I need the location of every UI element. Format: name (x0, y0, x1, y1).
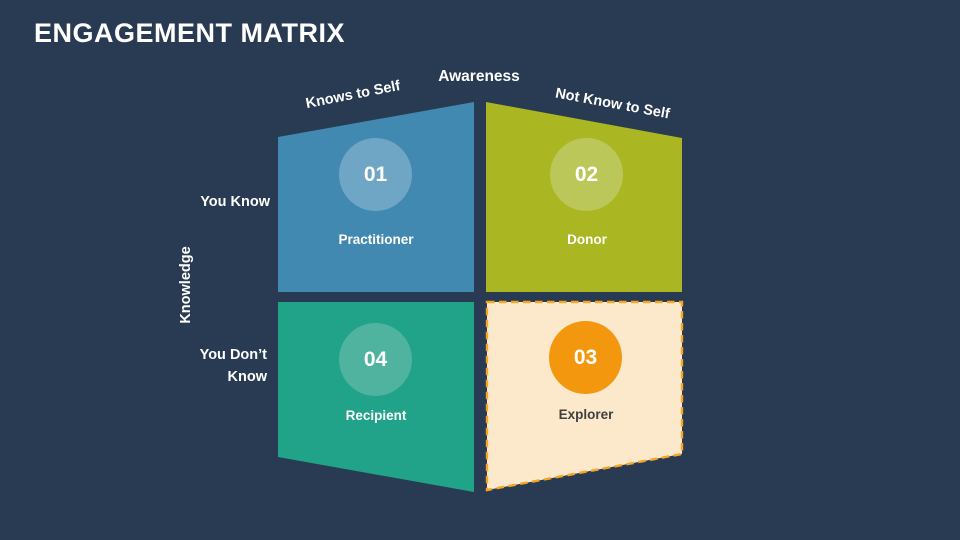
quadrant-number: 03 (573, 345, 598, 369)
quadrant-explorer-shape (485, 300, 684, 492)
quadrant-label-recipient: Recipient (345, 408, 407, 423)
number-badge-01: 01 (339, 138, 412, 211)
quadrant-number: 02 (574, 162, 599, 186)
quadrant-label-explorer: Explorer (558, 407, 614, 422)
number-badge-02: 02 (550, 138, 623, 211)
quadrant-number: 01 (363, 162, 388, 186)
number-badge-04: 04 (339, 323, 412, 396)
quadrant-recipient-shape (278, 302, 474, 492)
quadrant-label-donor: Donor (567, 232, 607, 247)
you-know-tick-label: You Know (200, 194, 270, 210)
slide-title: ENGAGEMENT MATRIX (34, 18, 345, 48)
quadrant-label-practitioner: Practitioner (338, 232, 414, 247)
awareness-axis-label: Awareness (438, 68, 520, 85)
quadrant-number: 04 (363, 347, 388, 371)
you-dont-know-tick-label: You Don’t Know (199, 347, 267, 385)
number-badge-03: 03 (549, 321, 622, 394)
